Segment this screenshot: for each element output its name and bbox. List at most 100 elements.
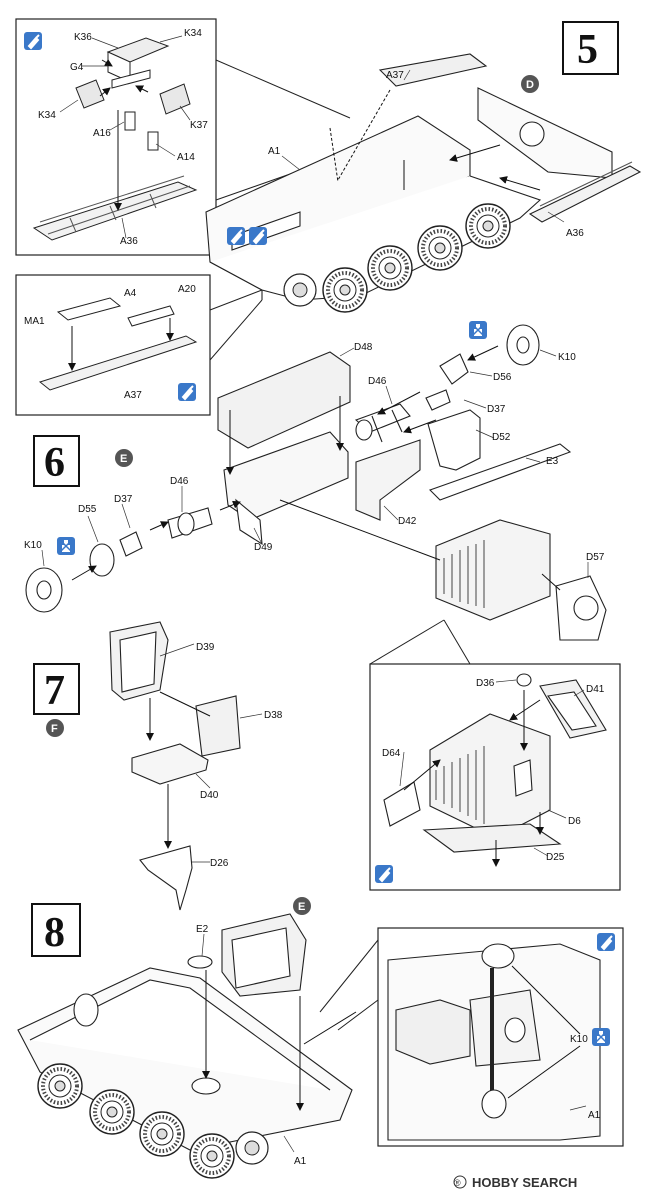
road-wheel: [416, 224, 464, 272]
drive-sprocket: [283, 273, 317, 307]
part-label: K10: [558, 352, 576, 363]
bracket-part: [56, 297, 122, 321]
part-label: A37: [124, 390, 142, 401]
step-7: 7 F D39 D38 D40 D26: [33, 619, 621, 911]
part-label: A1: [588, 1110, 601, 1121]
engine-inset-drawing: [387, 943, 601, 1141]
track-link-piece: [38, 335, 198, 391]
road-wheel: [138, 1110, 186, 1158]
part-label: D55: [78, 504, 97, 515]
part-label: G4: [70, 62, 84, 73]
part-label: D37: [487, 404, 506, 415]
callout-line: [369, 619, 471, 665]
road-wheel: [321, 266, 369, 314]
road-wheel: [464, 202, 512, 250]
step-8-number: 8: [44, 910, 65, 956]
step-6: 6 E: [24, 320, 607, 641]
part-label: D46: [368, 376, 387, 387]
step-5-number-box: [562, 21, 619, 75]
part-label: A1: [294, 1156, 307, 1167]
inset-leaders: [399, 679, 585, 857]
step-7-marker-letter: F: [51, 723, 58, 735]
part-label: D46: [170, 476, 189, 487]
part-label: D64: [382, 748, 401, 759]
part-label: A36: [120, 236, 138, 247]
step-5-marker: D: [521, 75, 539, 93]
transmission-drawing: [217, 324, 607, 641]
part-label: K36: [74, 32, 92, 43]
step-5-track-inset: MA1 A4 A20 A37: [15, 274, 263, 416]
hull-drawing: [205, 53, 642, 301]
part-label: A4: [124, 288, 137, 299]
no-cement-icon: [468, 320, 488, 340]
step-7-arrows: [146, 691, 211, 849]
step-5-marker-letter: D: [526, 79, 534, 91]
part-label: D52: [492, 432, 511, 443]
part-label: A16: [93, 128, 111, 139]
part-label: A36: [566, 228, 584, 239]
watermark-registered: ®: [454, 1178, 461, 1188]
step-7-leaders: [159, 643, 263, 863]
step-6-leaders: [41, 347, 589, 578]
part-label: MA1: [24, 316, 45, 327]
no-cement-icon: [56, 536, 76, 556]
step-6-number: 6: [44, 440, 65, 486]
step-8-marker: E: [293, 897, 311, 915]
hull-interior-drawing: [17, 913, 353, 1151]
inset-leaders: [569, 1105, 587, 1111]
part-label: D37: [114, 494, 133, 505]
drive-sprocket: [235, 1131, 269, 1165]
part-label: K34: [184, 28, 202, 39]
radiator-drawing: [383, 673, 607, 853]
part-label: A37: [386, 70, 404, 81]
seat-box-assembly: [32, 37, 198, 241]
part-label: D26: [210, 858, 229, 869]
inset-arrows: [99, 58, 149, 211]
bracket-part: [127, 305, 175, 327]
step-6-marker-letter: E: [120, 453, 127, 465]
part-label: D38: [264, 710, 283, 721]
wheel-hub-left: [25, 507, 213, 613]
road-wheel: [366, 244, 414, 292]
part-label: D42: [398, 516, 417, 527]
part-label: K10: [570, 1034, 588, 1045]
main-arrows: [329, 89, 541, 191]
callout-line: [209, 289, 263, 361]
step-6-marker: E: [115, 449, 133, 467]
cement-icon: [248, 226, 268, 246]
step-6-number-box: [33, 435, 80, 487]
part-label: D49: [254, 542, 273, 553]
no-cement-icon: [591, 1027, 611, 1047]
part-label: D56: [493, 372, 512, 383]
callout-line: [319, 939, 379, 1031]
cement-icon: [596, 932, 616, 952]
road-wheel: [88, 1088, 136, 1136]
step-7-number-box: [33, 663, 80, 715]
part-label: D36: [476, 678, 495, 689]
step-8-arrows: [202, 970, 357, 1111]
step-8-number-box: [31, 903, 81, 957]
step-6-arrows: [71, 345, 561, 591]
part-label: A1: [268, 146, 281, 157]
part-label: E3: [546, 456, 559, 467]
part-label: K10: [24, 540, 42, 551]
part-label: A20: [178, 284, 196, 295]
part-label: D41: [586, 684, 605, 695]
part-label: K37: [190, 120, 208, 131]
road-wheel: [188, 1132, 236, 1180]
cement-icon: [177, 382, 197, 402]
part-label: D25: [546, 852, 565, 863]
step-5-number: 5: [577, 27, 598, 73]
cement-icon: [374, 864, 394, 884]
watermark-registered-mark: [453, 1175, 467, 1189]
step-8-marker-letter: E: [298, 901, 305, 913]
part-label: K34: [38, 110, 56, 121]
road-wheel: [36, 1062, 84, 1110]
step-5: 5: [15, 18, 642, 314]
part-label: A14: [177, 152, 195, 163]
inset-leaders: [59, 35, 191, 239]
inset-arrows: [507, 965, 581, 1099]
step-7-number: 7: [44, 668, 65, 714]
step-8-leaders: [201, 933, 295, 1153]
